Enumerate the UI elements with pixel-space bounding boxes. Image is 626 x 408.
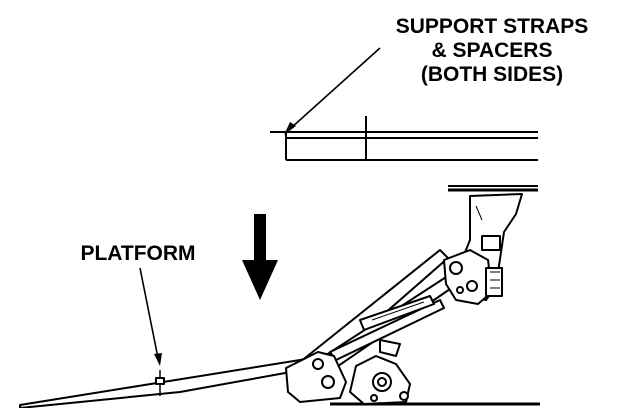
- support-straps-label: SUPPORT STRAPS & SPACERS (BOTH SIDES): [362, 15, 622, 87]
- down-arrow-icon: [242, 214, 278, 300]
- support-straps-label-line-2: & SPACERS: [431, 39, 553, 62]
- lift-linkage: [19, 193, 523, 408]
- platform-label: PLATFORM: [80, 242, 196, 265]
- support-straps-label-line-3: (BOTH SIDES): [420, 63, 564, 86]
- support-straps-label-line-1: SUPPORT STRAPS: [395, 15, 589, 38]
- platform-leader: [139, 267, 162, 366]
- upper-frame: [270, 116, 538, 192]
- support-straps-leader: [284, 47, 381, 135]
